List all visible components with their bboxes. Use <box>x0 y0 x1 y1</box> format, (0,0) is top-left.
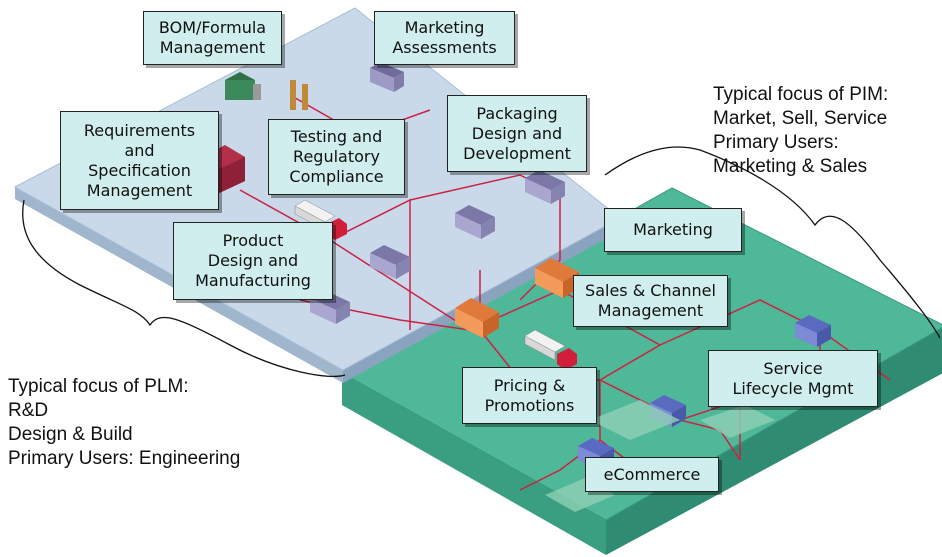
warehouse-icons <box>310 62 565 324</box>
pim-focus-note: Typical focus of PIM: Market, Sell, Serv… <box>713 84 889 177</box>
brace-lines <box>22 146 941 378</box>
product-design-box: Product Design and Manufacturing <box>173 222 333 300</box>
service-lifecycle-box: Service Lifecycle Mgmt <box>708 350 878 407</box>
ecommerce-box: eCommerce <box>585 457 719 492</box>
sales-channel-management-box: Sales & Channel Management <box>573 275 728 327</box>
distribution-center-icons <box>455 258 579 338</box>
marketing-box: Marketing <box>604 208 742 252</box>
plm-focus-note: Typical focus of PLM: R&D Design & Build… <box>8 376 241 469</box>
marketing-assessments-box: Marketing Assessments <box>374 11 515 65</box>
testing-regulatory-box: Testing and Regulatory Compliance <box>268 119 405 195</box>
pricing-promotions-box: Pricing & Promotions <box>462 367 597 424</box>
requirements-specification-box: Requirements and Specification Managemen… <box>60 111 219 210</box>
packaging-design-box: Packaging Design and Development <box>447 95 587 172</box>
bom-formula-management-box: BOM/Formula Management <box>143 11 282 65</box>
